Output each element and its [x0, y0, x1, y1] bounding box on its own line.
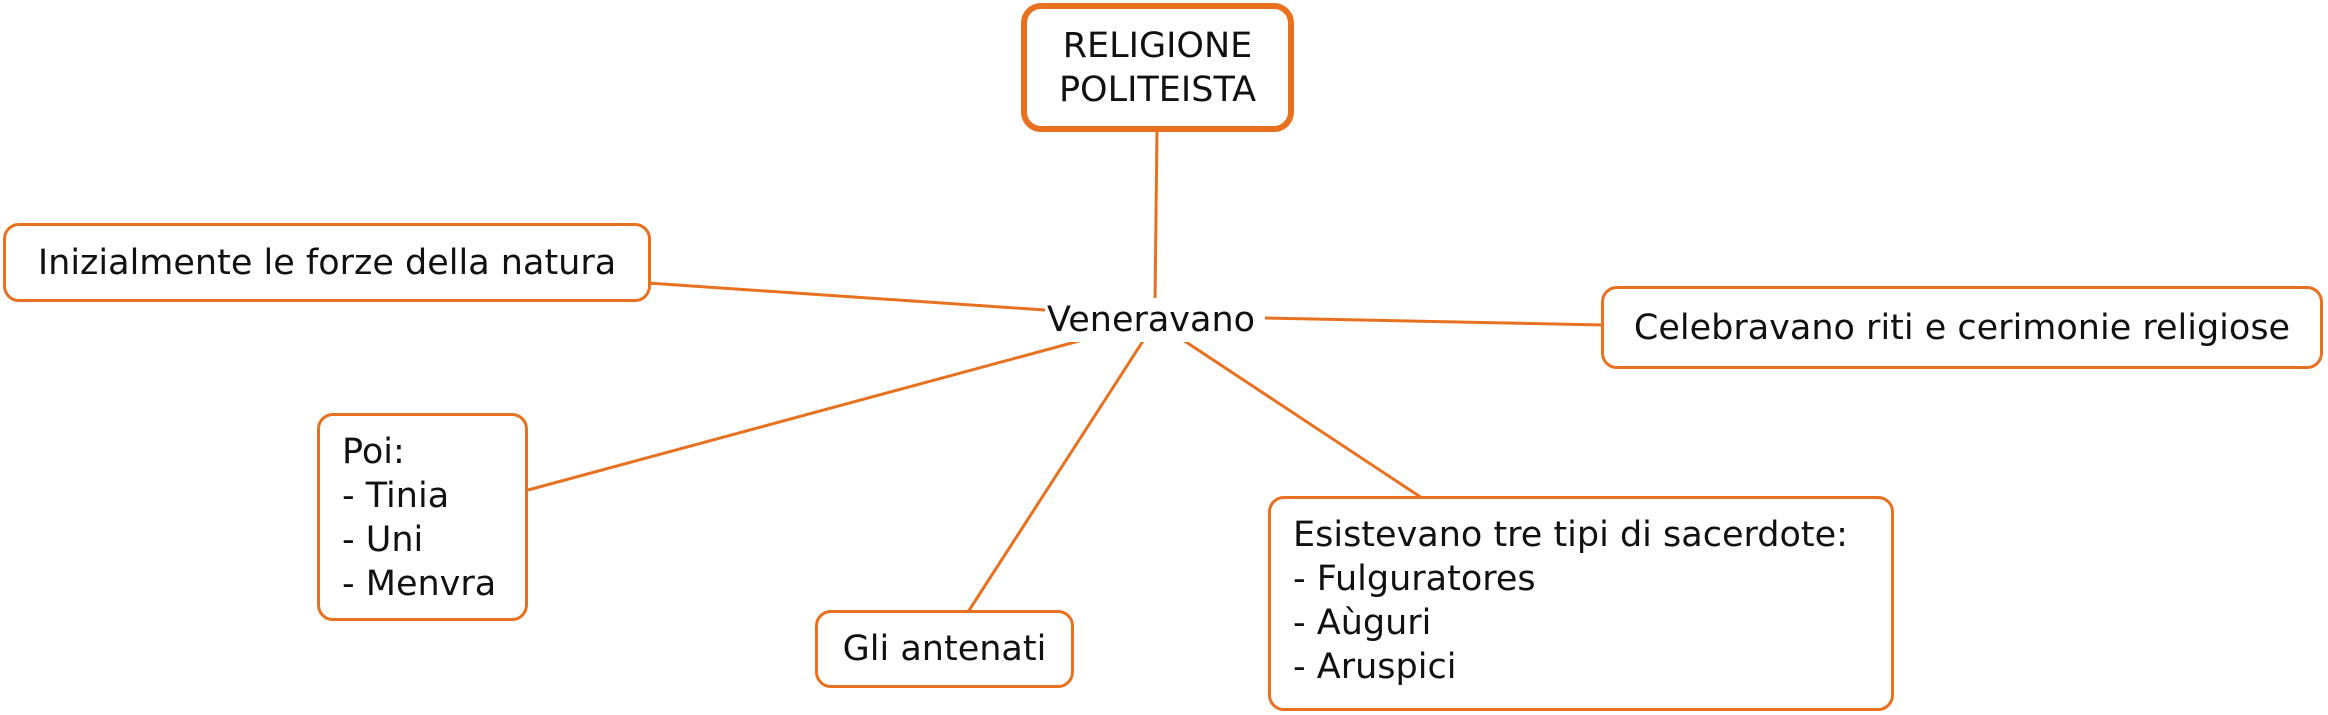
concept-sacerdoti-line-1: Esistevano tre tipi di sacerdote:: [1293, 515, 1848, 555]
concept-divinita-line-2: - Tinia: [342, 476, 450, 516]
root-concept-line-2: POLITEISTA: [1058, 69, 1257, 110]
root-concept-line-1: RELIGIONE: [1062, 25, 1253, 66]
edge-veneravano-to-antenati: [966, 337, 1147, 613]
concept-riti-cerimonie[interactable]: Celebravano riti e cerimonie religiose: [1601, 286, 2323, 369]
concept-divinita[interactable]: Poi: - Tinia - Uni - Menvra: [317, 413, 528, 621]
concept-sacerdoti[interactable]: Esistevano tre tipi di sacerdote: - Fulg…: [1268, 496, 1894, 711]
concept-sacerdoti-line-2: - Fulguratores: [1293, 559, 1536, 599]
edge-veneravano-to-riti: [1264, 316, 1604, 327]
edge-root-to-veneravano: [1153, 129, 1159, 304]
concept-divinita-line-4: - Menvra: [342, 564, 497, 604]
concept-sacerdoti-line-4: - Aruspici: [1293, 647, 1457, 687]
root-concept-religione-politeista[interactable]: RELIGIONE POLITEISTA: [1021, 3, 1294, 132]
concept-riti-cerimonie-text: Celebravano riti e cerimonie religiose: [1633, 307, 2291, 348]
concept-sacerdoti-line-3: - Aùguri: [1293, 603, 1432, 643]
concept-antenati[interactable]: Gli antenati: [815, 610, 1074, 688]
concept-divinita-line-1: Poi:: [342, 432, 405, 472]
concept-divinita-line-3: - Uni: [342, 520, 424, 560]
concept-forze-natura-text: Inizialmente le forze della natura: [37, 242, 617, 283]
edge-veneravano-to-forze-natura: [647, 281, 1046, 312]
edge-veneravano-to-divinita: [527, 336, 1091, 492]
linking-phrase-veneravano: Veneravano: [1045, 298, 1258, 342]
edge-veneravano-to-sacerdoti: [1179, 336, 1423, 500]
concept-antenati-text: Gli antenati: [842, 629, 1047, 669]
concept-forze-natura[interactable]: Inizialmente le forze della natura: [3, 223, 651, 302]
